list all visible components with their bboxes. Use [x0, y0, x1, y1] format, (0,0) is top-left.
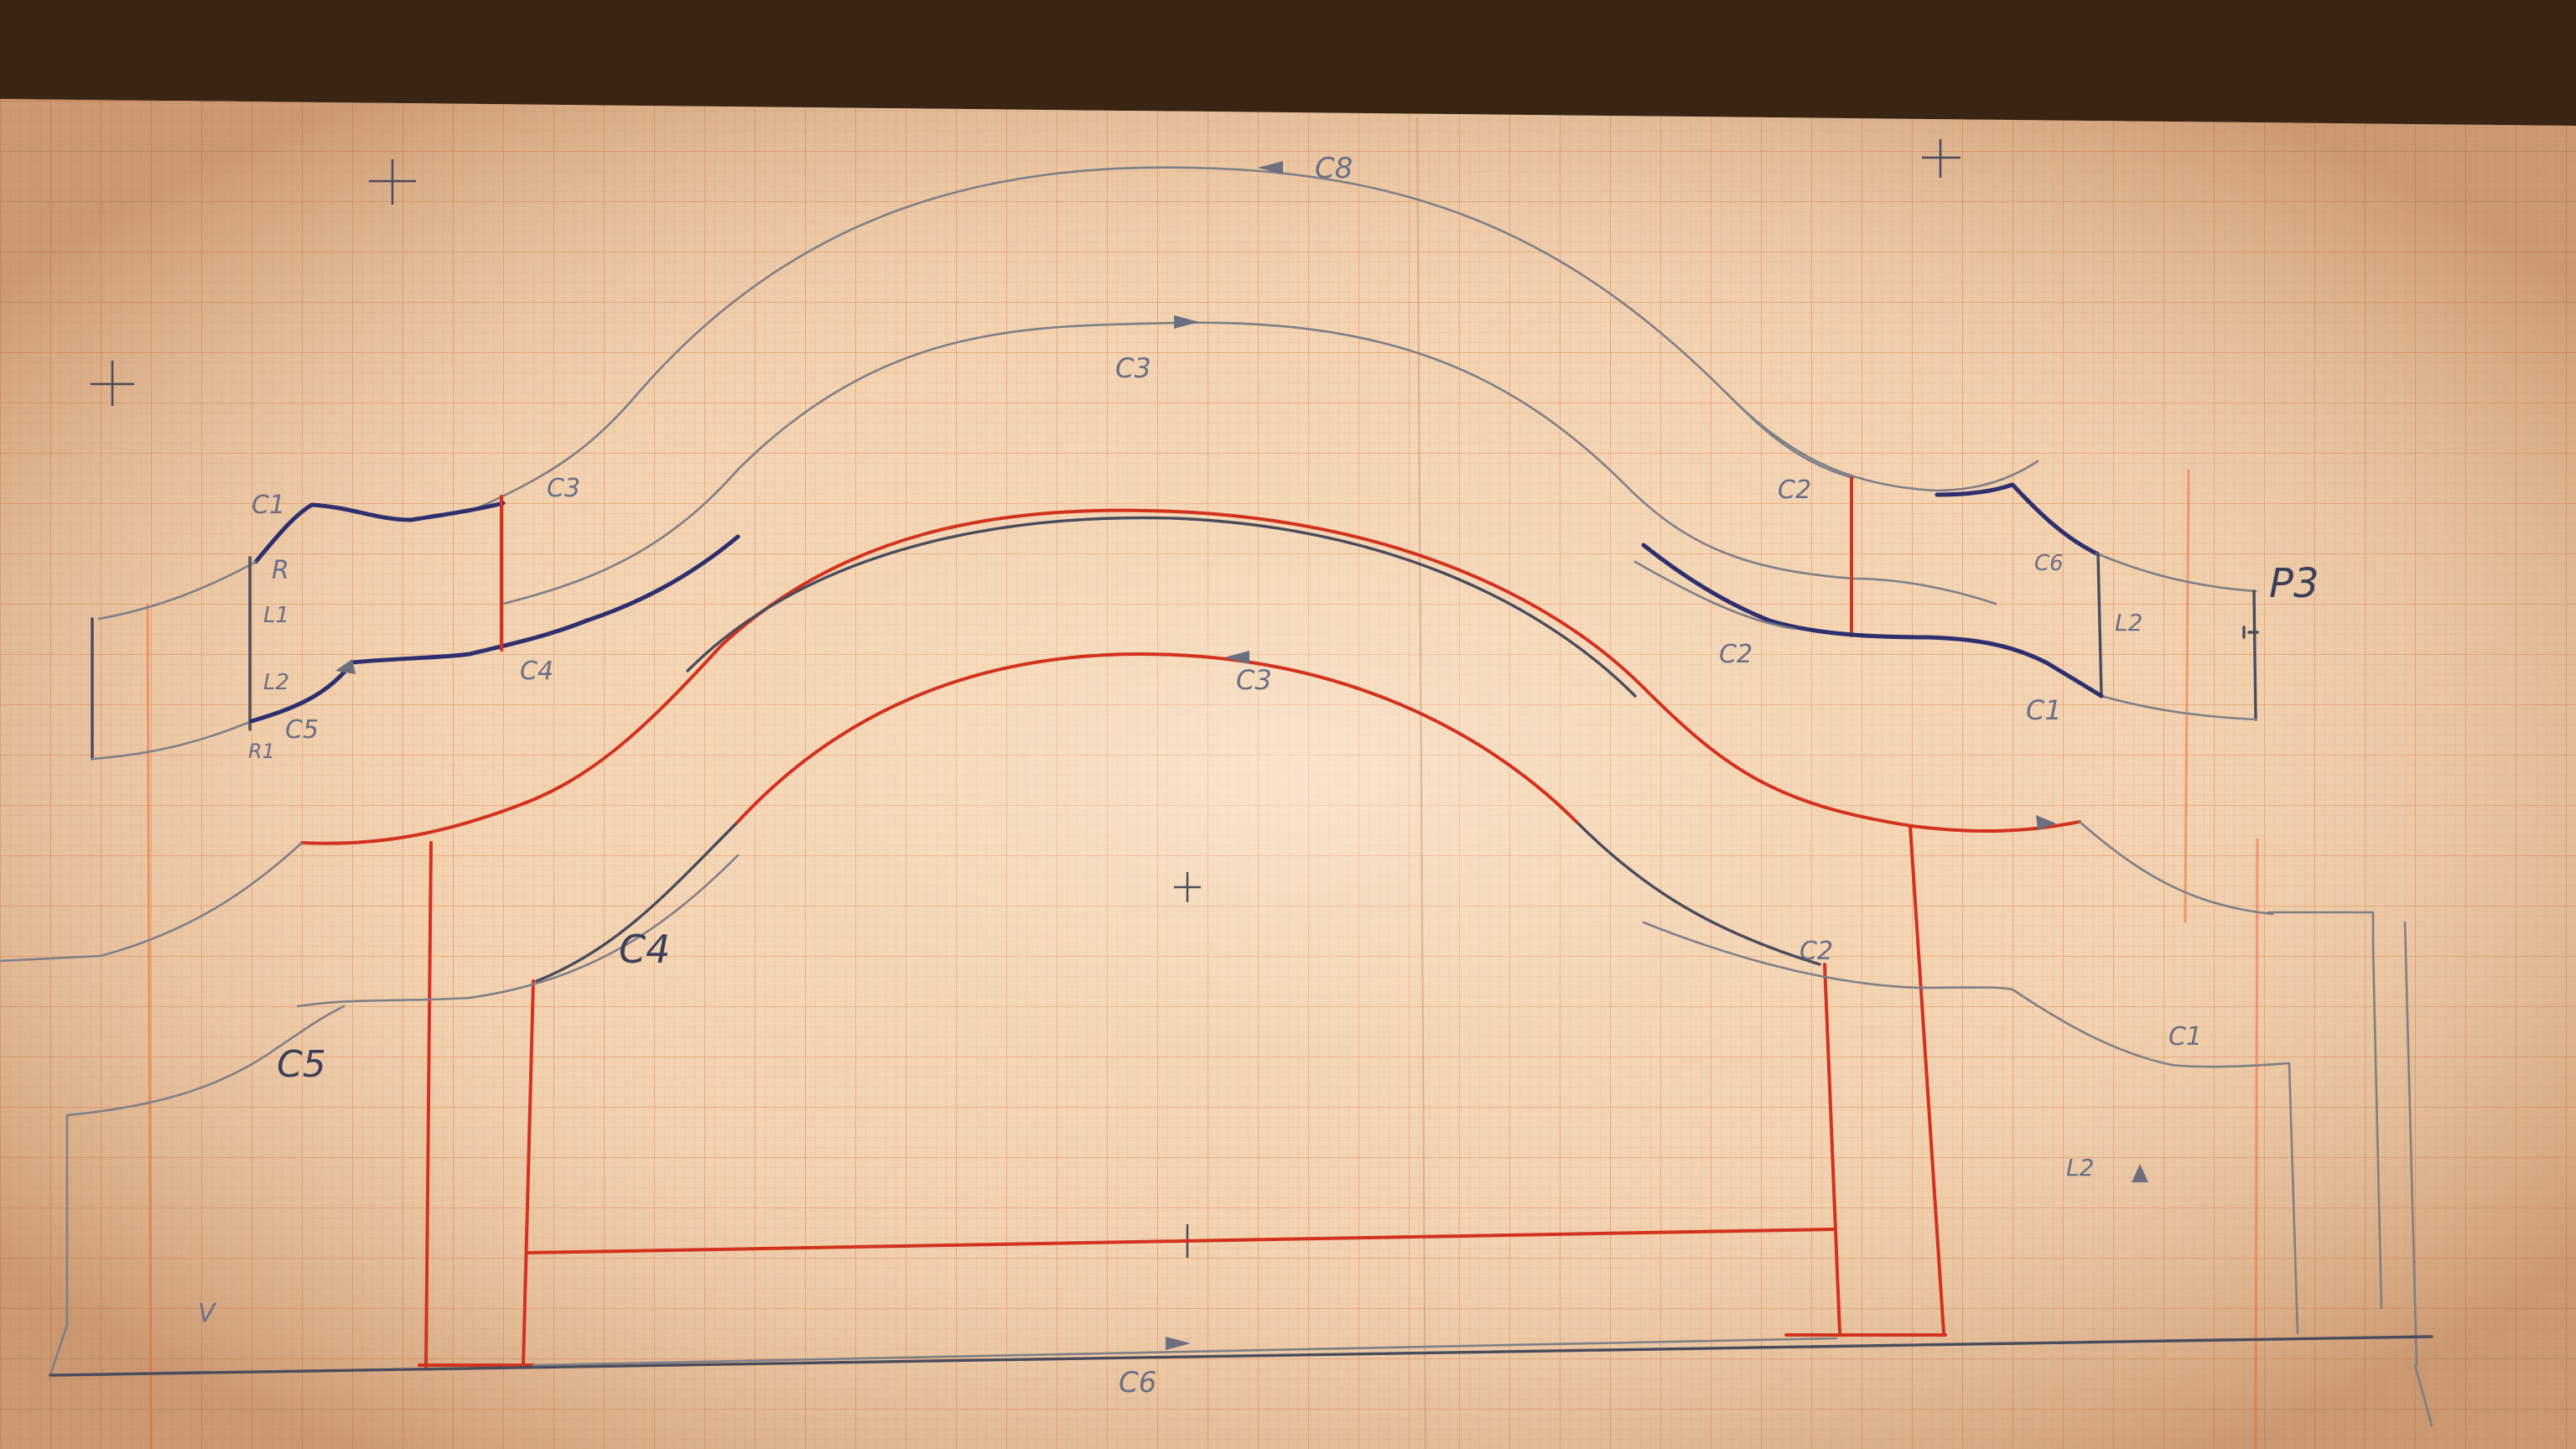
label-c2-top-right: C2 [1778, 475, 1811, 505]
label-c6-top-right: C6 [2034, 551, 2064, 576]
label-c2-mid-right: C2 [1719, 640, 1753, 669]
label-c3-outer: C3 [1115, 352, 1151, 384]
label-c3-side: C3 [547, 474, 580, 503]
direction-arrows [335, 161, 2148, 1350]
label-c5-top-left: C5 [285, 715, 319, 745]
curve-c8 [468, 166, 2039, 513]
label-c4-low: C4 [619, 927, 670, 972]
registration-marks [91, 139, 1961, 1258]
graph-paper [0, 99, 2576, 1449]
label-c4-top-left: C4 [520, 657, 553, 686]
label-c6-bottom: C6 [1119, 1366, 1156, 1400]
curve-lower-outer [296, 854, 740, 1008]
label-l2-low-right: L2 [2066, 1154, 2094, 1182]
label-c1-low-right: C1 [2168, 1022, 2202, 1052]
label-l2-top-right: L2 [2115, 609, 2142, 636]
label-c5-low: C5 [277, 1043, 326, 1086]
label-p3: P3 [2269, 560, 2319, 607]
upper-template [91, 166, 2259, 761]
label-l2-top-left: L2 [263, 670, 289, 695]
label-r-top-left: R [272, 556, 289, 585]
label-c1-top-left: C1 [252, 491, 285, 520]
label-c8: C8 [1315, 152, 1353, 185]
label-l1-top-left: L1 [263, 603, 289, 628]
right-wing-bottom-ink [1641, 543, 2104, 699]
band-top-red [300, 508, 2081, 845]
left-wing-top-ink [253, 501, 506, 564]
label-r1-top-left: R1 [248, 740, 275, 763]
right-wing-top-ink [1935, 482, 2099, 556]
labels: C8 C3 C3 C4 C1 R L1 L2 C5 R1 C2 C2 C6 L2… [198, 152, 2319, 1400]
middle-band [0, 508, 2375, 1368]
label-c1-top-right: C1 [2026, 694, 2062, 726]
left-wing-bottom-ink [249, 534, 740, 724]
inner-bar-top [527, 1228, 1835, 1254]
table-surface [0, 0, 2576, 117]
curve-c3-upper [501, 321, 1997, 605]
label-v-low-left: V [198, 1299, 217, 1328]
label-c3-inner: C3 [1236, 664, 1272, 696]
label-c2-low-right: C2 [1800, 937, 1833, 966]
